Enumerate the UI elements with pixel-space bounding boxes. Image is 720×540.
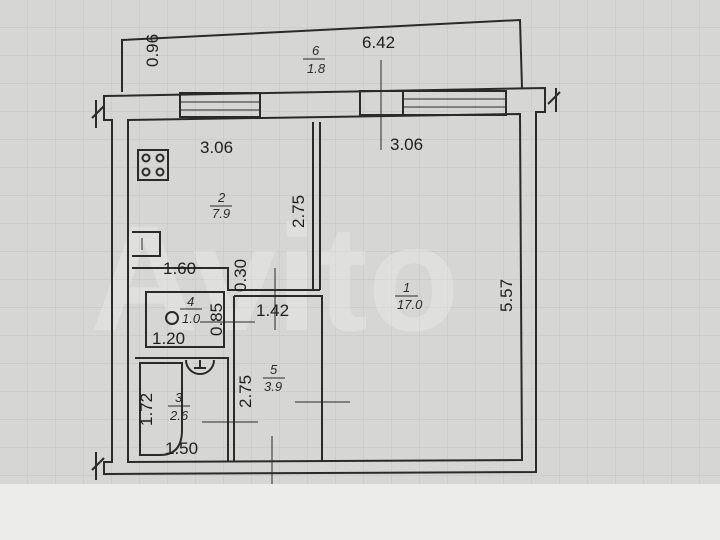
svg-text:1.42: 1.42 bbox=[256, 301, 289, 320]
svg-text:3: 3 bbox=[175, 390, 183, 405]
svg-text:2: 2 bbox=[217, 190, 226, 205]
svg-text:1.72: 1.72 bbox=[137, 393, 156, 426]
svg-text:1.0: 1.0 bbox=[182, 311, 201, 326]
niche-width: 1.60 bbox=[163, 259, 196, 278]
room-3: 1.72 3 2.6 1.50 bbox=[137, 390, 198, 458]
walls bbox=[91, 86, 561, 484]
svg-text:5: 5 bbox=[270, 362, 278, 377]
balcony-width: 6.42 bbox=[362, 33, 395, 52]
svg-text:4: 4 bbox=[187, 294, 194, 309]
svg-text:1: 1 bbox=[403, 280, 410, 295]
svg-text:17.0: 17.0 bbox=[397, 297, 423, 312]
room-4: 4 1.0 0.85 1.20 bbox=[152, 294, 226, 348]
svg-text:2.75: 2.75 bbox=[236, 375, 255, 408]
balcony: 0.96 6.42 6 1.8 bbox=[121, 18, 523, 150]
svg-text:0.85: 0.85 bbox=[207, 303, 226, 336]
room-5: 1.42 5 3.9 2.75 bbox=[236, 301, 289, 408]
balcony-depth: 0.96 bbox=[143, 34, 162, 67]
balcony-number: 6 bbox=[312, 43, 320, 58]
svg-text:1.20: 1.20 bbox=[152, 329, 185, 348]
svg-text:3.06: 3.06 bbox=[200, 138, 233, 157]
svg-text:3.06: 3.06 bbox=[390, 135, 423, 154]
sheet-edge bbox=[0, 484, 720, 540]
svg-text:1.50: 1.50 bbox=[165, 439, 198, 458]
room-2: 3.06 2 7.9 2.75 bbox=[200, 138, 308, 228]
svg-text:7.9: 7.9 bbox=[212, 206, 230, 221]
balcony-area: 1.8 bbox=[307, 61, 326, 76]
room-1: 3.06 1 17.0 5.57 bbox=[390, 135, 516, 312]
niche-depth: 0.30 bbox=[231, 259, 250, 292]
svg-text:2.6: 2.6 bbox=[169, 408, 189, 423]
svg-text:3.9: 3.9 bbox=[264, 379, 282, 394]
svg-text:5.57: 5.57 bbox=[497, 279, 516, 312]
svg-text:2.75: 2.75 bbox=[289, 195, 308, 228]
